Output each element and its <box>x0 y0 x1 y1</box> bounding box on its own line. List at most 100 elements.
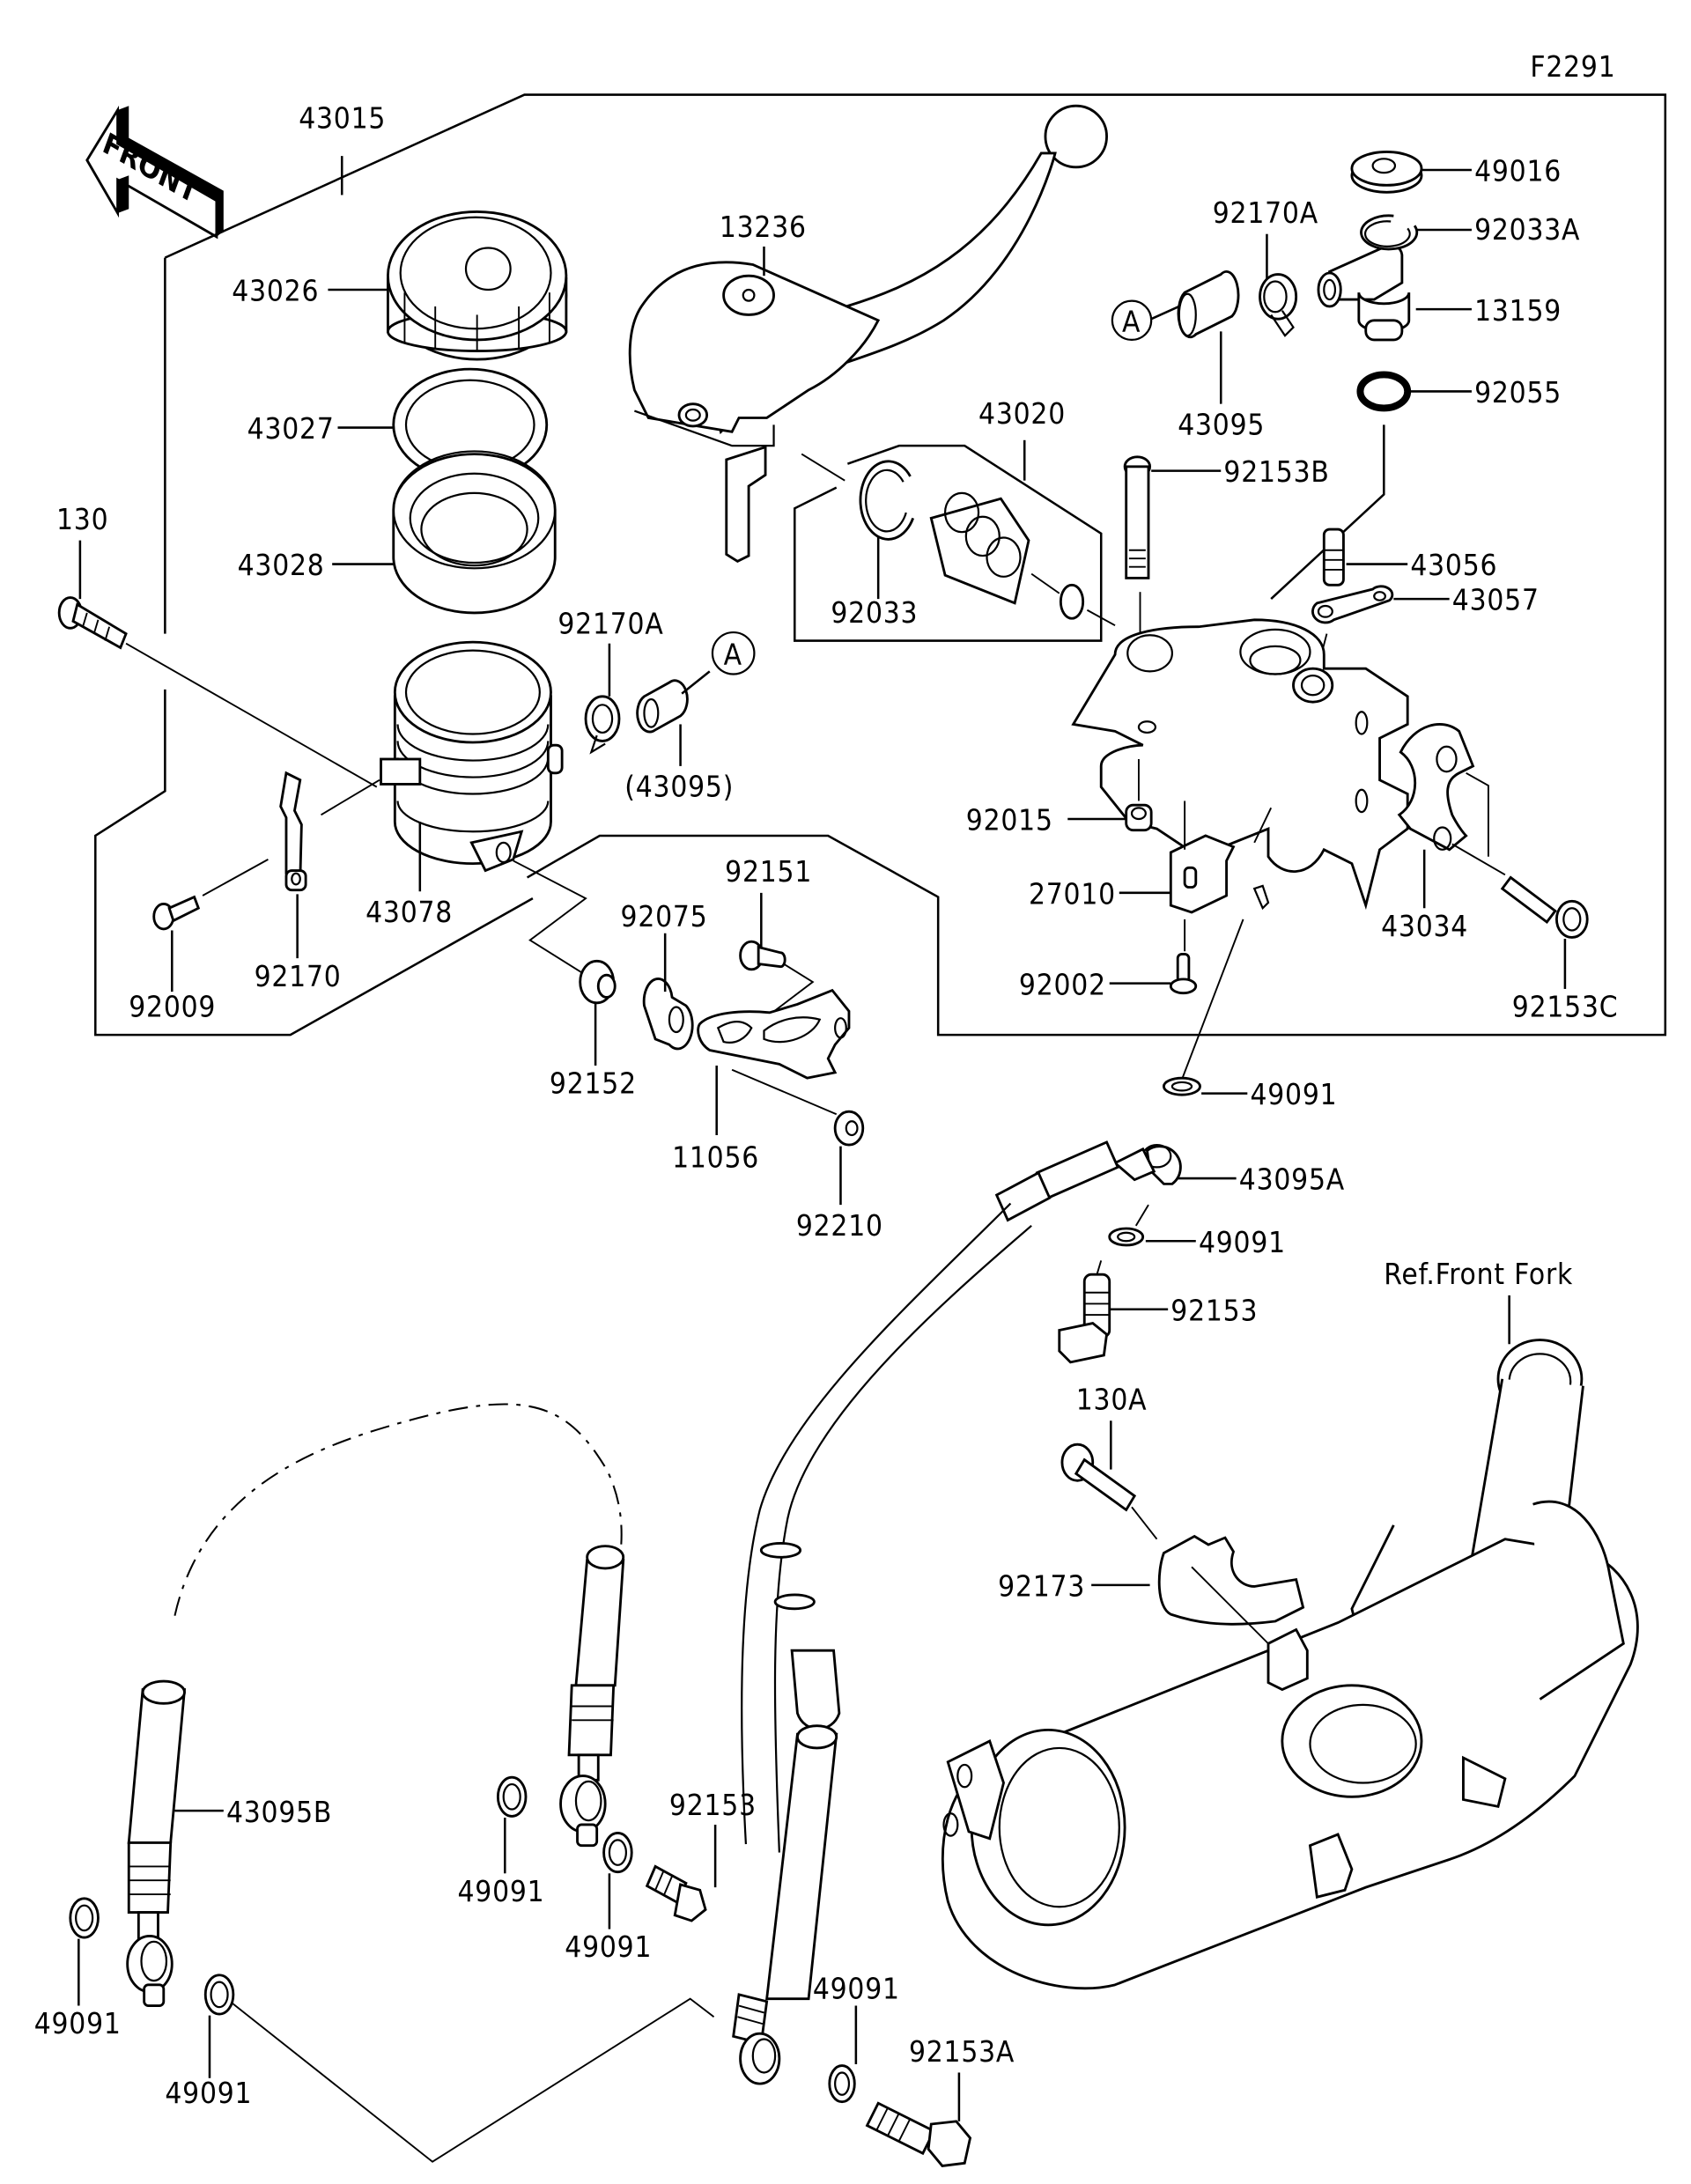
cap-49016[interactable] <box>1350 150 1423 194</box>
label-43028[interactable]: 43028 <box>238 548 325 582</box>
label-27010[interactable]: 27010 <box>1029 876 1116 911</box>
label-13236[interactable]: 13236 <box>720 210 807 244</box>
svg-text:A: A <box>1122 304 1141 338</box>
washer-49091-g[interactable] <box>828 2064 856 2104</box>
brake-hose-mid-left[interactable] <box>559 1545 625 1848</box>
screw-92151[interactable] <box>739 940 786 971</box>
label-49091-g[interactable]: 49091 <box>813 1972 900 2006</box>
label-43095B[interactable]: 43095B <box>226 1795 332 1829</box>
nut-92015[interactable] <box>1125 803 1153 832</box>
collar-92152[interactable] <box>579 959 617 1005</box>
label-43015[interactable]: 43015 <box>299 101 386 136</box>
bolt-92153C[interactable] <box>1500 875 1589 939</box>
label-43095-paren[interactable]: (43095) <box>624 770 734 804</box>
label-130[interactable]: 130 <box>56 502 108 536</box>
label-49091-c[interactable]: 49091 <box>34 2006 122 2040</box>
label-92002[interactable]: 92002 <box>1019 967 1106 1001</box>
master-cylinder-body[interactable] <box>1071 618 1409 911</box>
piston-assembly[interactable] <box>929 491 1116 626</box>
brake-hose-43095A[interactable] <box>741 1140 1182 1853</box>
washer-49091-c[interactable] <box>69 1897 100 1939</box>
label-92009[interactable]: 92009 <box>129 990 216 1024</box>
label-43057[interactable]: 43057 <box>1452 583 1540 617</box>
screw-92002[interactable] <box>1169 952 1198 995</box>
banjo-bolt-92153A[interactable] <box>865 2101 972 2167</box>
label-92151[interactable]: 92151 <box>725 854 812 889</box>
label-92170[interactable]: 92170 <box>255 959 342 993</box>
hose-clamp-92170A-right[interactable] <box>1259 273 1298 337</box>
reservoir-cap-43026[interactable] <box>387 210 568 361</box>
label-49091-d[interactable]: 49091 <box>165 2076 252 2110</box>
o-ring-92055[interactable] <box>1356 371 1412 412</box>
washer-49091-b[interactable] <box>1108 1227 1145 1247</box>
label-11056[interactable]: 11056 <box>672 1140 759 1174</box>
bolt-130[interactable] <box>57 596 128 650</box>
label-92210[interactable]: 92210 <box>796 1208 883 1243</box>
circlip-92033A[interactable] <box>1360 214 1419 251</box>
svg-text:A: A <box>724 637 742 671</box>
reservoir-43078[interactable] <box>380 640 564 873</box>
label-13159[interactable]: 13159 <box>1474 293 1562 328</box>
brake-hose-43095B[interactable] <box>126 1679 187 2007</box>
figure-id: F2291 <box>1530 49 1615 84</box>
label-92153A[interactable]: 92153A <box>909 2034 1015 2069</box>
connector-marker-A-left: A <box>711 631 756 675</box>
washer-49091-a[interactable] <box>1162 1076 1201 1096</box>
label-92170A-right[interactable]: 92170A <box>1213 196 1318 230</box>
brake-light-switch-27010[interactable] <box>1169 834 1270 914</box>
label-92152[interactable]: 92152 <box>550 1066 637 1101</box>
washer-49091-f[interactable] <box>602 1832 633 1874</box>
label-92015[interactable]: 92015 <box>966 803 1053 837</box>
circlip-92033[interactable] <box>859 460 915 541</box>
label-43034[interactable]: 43034 <box>1381 909 1468 943</box>
bracket-92170[interactable] <box>279 771 307 892</box>
handlebar-clamp-43034[interactable] <box>1397 723 1475 852</box>
washer-49091-e[interactable] <box>496 1775 528 1818</box>
label-43095A[interactable]: 43095A <box>1239 1162 1345 1197</box>
label-49016[interactable]: 49016 <box>1474 154 1562 188</box>
grommet-92075[interactable] <box>642 978 694 1051</box>
label-43027[interactable]: 43027 <box>247 411 335 446</box>
label-92173[interactable]: 92173 <box>998 1569 1085 1604</box>
label-92055[interactable]: 92055 <box>1474 375 1562 410</box>
label-43020[interactable]: 43020 <box>978 396 1066 431</box>
label-130A[interactable]: 130A <box>1076 1383 1148 1417</box>
label-92033A[interactable]: 92033A <box>1474 212 1580 247</box>
label-43056[interactable]: 43056 <box>1410 548 1497 582</box>
banjo-bolt-92153-b[interactable] <box>645 1864 707 1922</box>
label-49091-f[interactable]: 49091 <box>565 1929 652 1964</box>
label-43026[interactable]: 43026 <box>232 274 319 308</box>
brake-hose-lower-right[interactable] <box>732 1724 838 2085</box>
front-arrow-icon: FRONT <box>85 105 224 240</box>
bracket-11056[interactable] <box>697 988 851 1080</box>
label-49091-e[interactable]: 49091 <box>458 1874 545 1908</box>
label-43095[interactable]: 43095 <box>1178 407 1265 441</box>
label-92170A-left[interactable]: 92170A <box>558 607 663 641</box>
bolt-130A[interactable] <box>1060 1442 1137 1512</box>
label-43078[interactable]: 43078 <box>366 895 453 929</box>
guard-92173[interactable] <box>1157 1534 1305 1626</box>
label-92033[interactable]: 92033 <box>831 595 918 630</box>
diaphragm-43028[interactable] <box>392 450 557 615</box>
hose-piece-43095-paren[interactable] <box>636 679 689 734</box>
bleeder-cap-43057[interactable] <box>1311 585 1394 624</box>
label-92153-b[interactable]: 92153 <box>669 1788 757 1822</box>
banjo-bolt-92153-a[interactable] <box>1058 1273 1111 1364</box>
hose-routing-dashed <box>174 1403 623 1616</box>
label-49091-a[interactable]: 49091 <box>1250 1077 1337 1111</box>
hose-clamp-92170A-left[interactable] <box>584 695 621 755</box>
lever-13236[interactable] <box>628 104 1108 564</box>
label-49091-b[interactable]: 49091 <box>1199 1225 1286 1259</box>
label-92153-a[interactable]: 92153 <box>1170 1293 1258 1327</box>
nut-92210[interactable] <box>833 1110 865 1147</box>
bleeder-valve-43056[interactable] <box>1322 528 1345 587</box>
label-92153C[interactable]: 92153C <box>1512 990 1619 1024</box>
pivot-bolt-92153B[interactable] <box>1123 455 1152 579</box>
elbow-fitting-13159[interactable] <box>1317 243 1411 342</box>
label-92075[interactable]: 92075 <box>621 899 708 933</box>
washer-49091-d[interactable] <box>203 1974 235 2016</box>
label-92153B[interactable]: 92153B <box>1223 454 1329 489</box>
screw-92009[interactable] <box>152 895 201 931</box>
reservoir-hose-43095[interactable] <box>1177 270 1240 339</box>
